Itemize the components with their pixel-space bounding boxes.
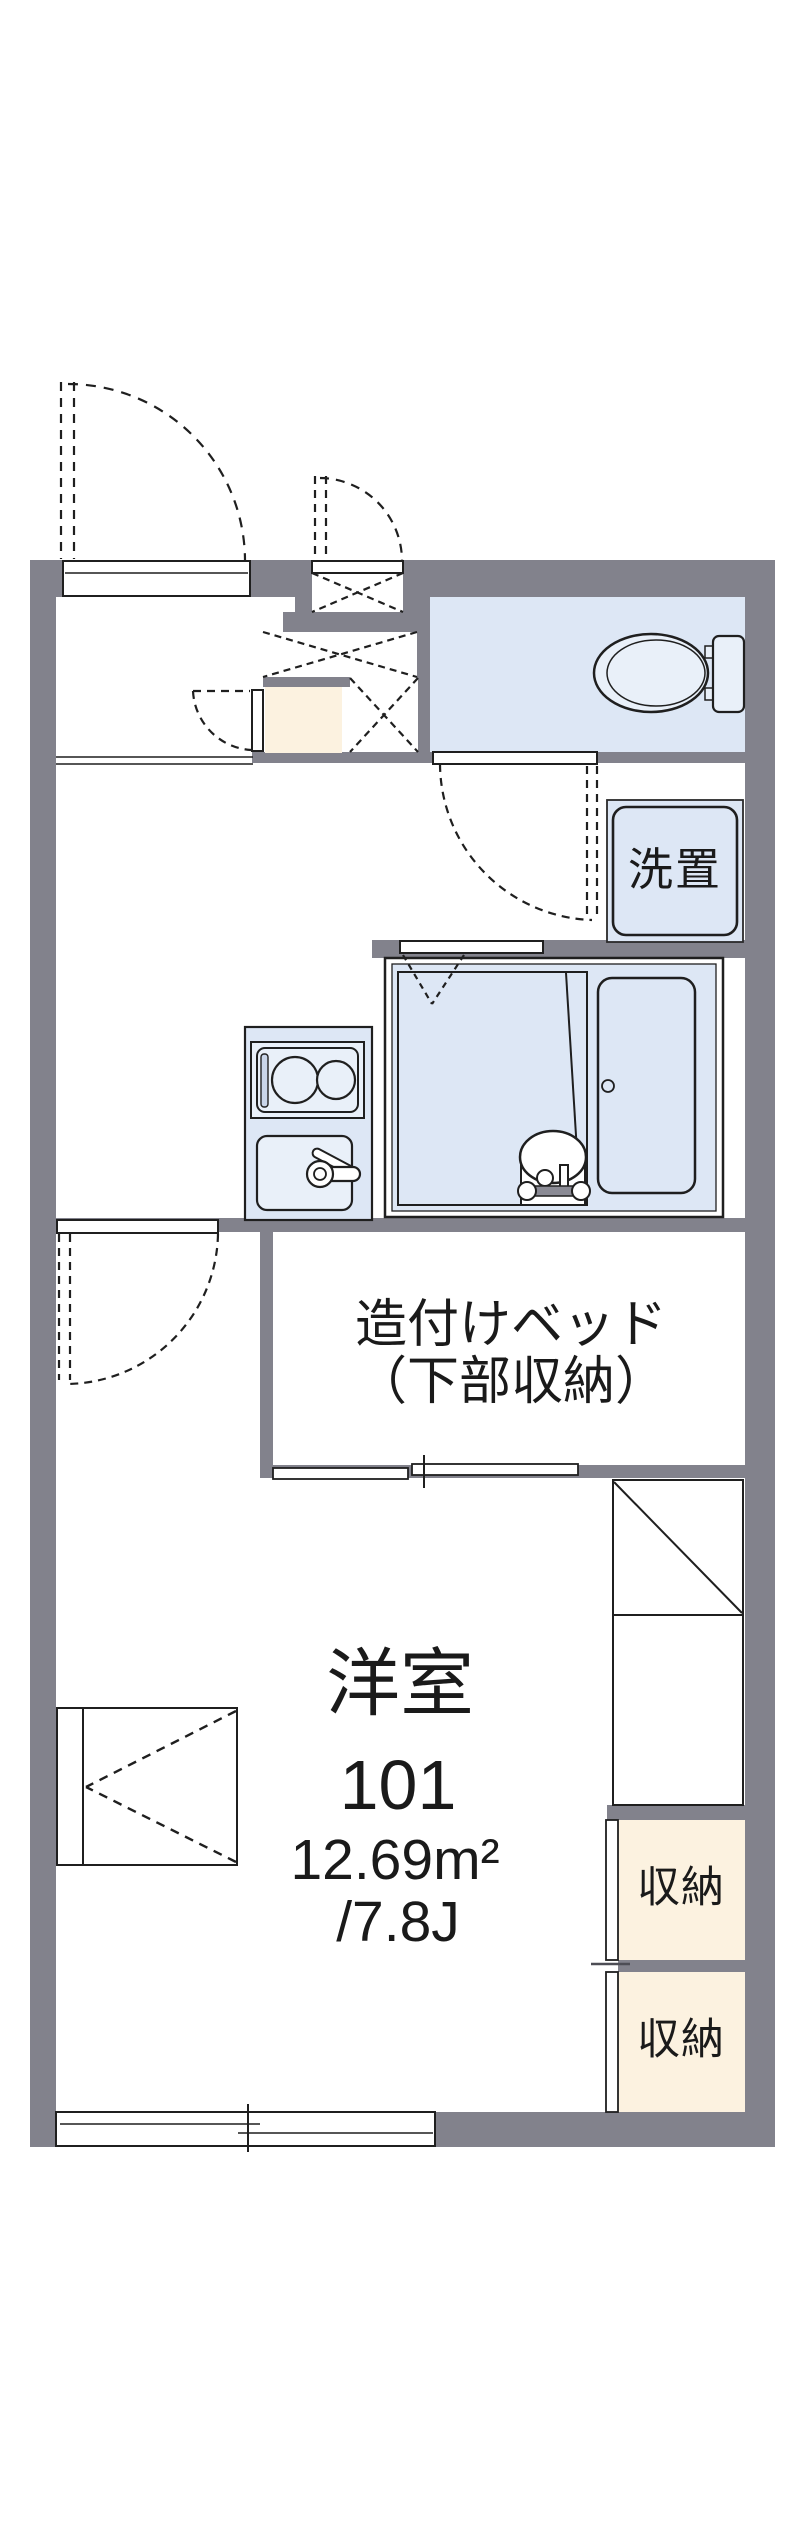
bath-slide-divider <box>565 972 579 1169</box>
sliding-window <box>55 2104 436 2152</box>
washbasin-icon <box>517 1129 591 1206</box>
bed-label-line2: （下部収納） <box>354 1353 668 1412</box>
wall-right <box>745 560 775 2147</box>
shoe-closet-top <box>311 560 404 614</box>
room-area-m2: 12.69m² <box>290 1828 500 1892</box>
kitchen-unit <box>243 1025 374 1222</box>
room-door-swing <box>56 1219 220 1386</box>
bay-window <box>56 1707 238 1866</box>
wall-storage-divider <box>618 1960 745 1972</box>
sliding-closet-doors <box>591 1819 630 2113</box>
toilet-icon <box>592 632 746 714</box>
storage-lower-floor <box>618 1972 745 2112</box>
entrance-door-swing <box>59 382 247 561</box>
shoe-closet-door-swing <box>313 476 404 561</box>
room-area-tatami: /7.8J <box>336 1890 460 1954</box>
toilet-tank <box>711 634 746 714</box>
burner-left <box>270 1055 320 1105</box>
wall-below-kitchen <box>56 1218 745 1232</box>
genkan-shoe-box <box>265 687 342 753</box>
laundry-label: 洗置 <box>627 844 723 895</box>
stove-grill <box>260 1053 269 1108</box>
storage-lower-label: 収納 <box>637 2016 725 2064</box>
wall-bed-left <box>260 1232 273 1478</box>
wall-above-genkan-box <box>263 677 350 687</box>
toilet-door-swing <box>432 751 599 922</box>
kitchen-stove-icon <box>250 1041 365 1119</box>
laundry-machine-space <box>606 799 744 943</box>
utility-space-box <box>612 1614 744 1806</box>
closet-diagonal-box <box>612 1479 744 1806</box>
bed-sliding-door <box>272 1455 579 1488</box>
bathtub-icon <box>596 976 697 1195</box>
main-room-name: 洋室 <box>326 1642 474 1725</box>
entrance-opening <box>62 560 251 597</box>
wall-entry-toilet-b <box>417 597 430 763</box>
wall-closet-stub <box>295 597 312 612</box>
wall-left <box>30 560 56 2147</box>
bed-label-line1: 造付けベッド <box>354 1296 668 1354</box>
bed-label: 造付けベッド （下部収納） <box>354 1296 668 1412</box>
kitchen-sink-icon <box>255 1134 362 1212</box>
genkan-box-door-swing <box>191 689 264 752</box>
genkan-step <box>56 756 253 765</box>
entry-closet-x <box>262 630 418 679</box>
entry-closet-x-2 <box>349 677 419 753</box>
burner-right <box>315 1059 357 1101</box>
room-number: 101 <box>339 1746 457 1824</box>
storage-upper-floor <box>618 1820 745 1960</box>
wall-storage-top <box>607 1805 745 1821</box>
folding-bath-door <box>399 940 544 1005</box>
bathtub-drain <box>601 1079 615 1093</box>
wall-under-closet <box>283 612 417 632</box>
storage-upper-label: 収納 <box>637 1864 725 1912</box>
